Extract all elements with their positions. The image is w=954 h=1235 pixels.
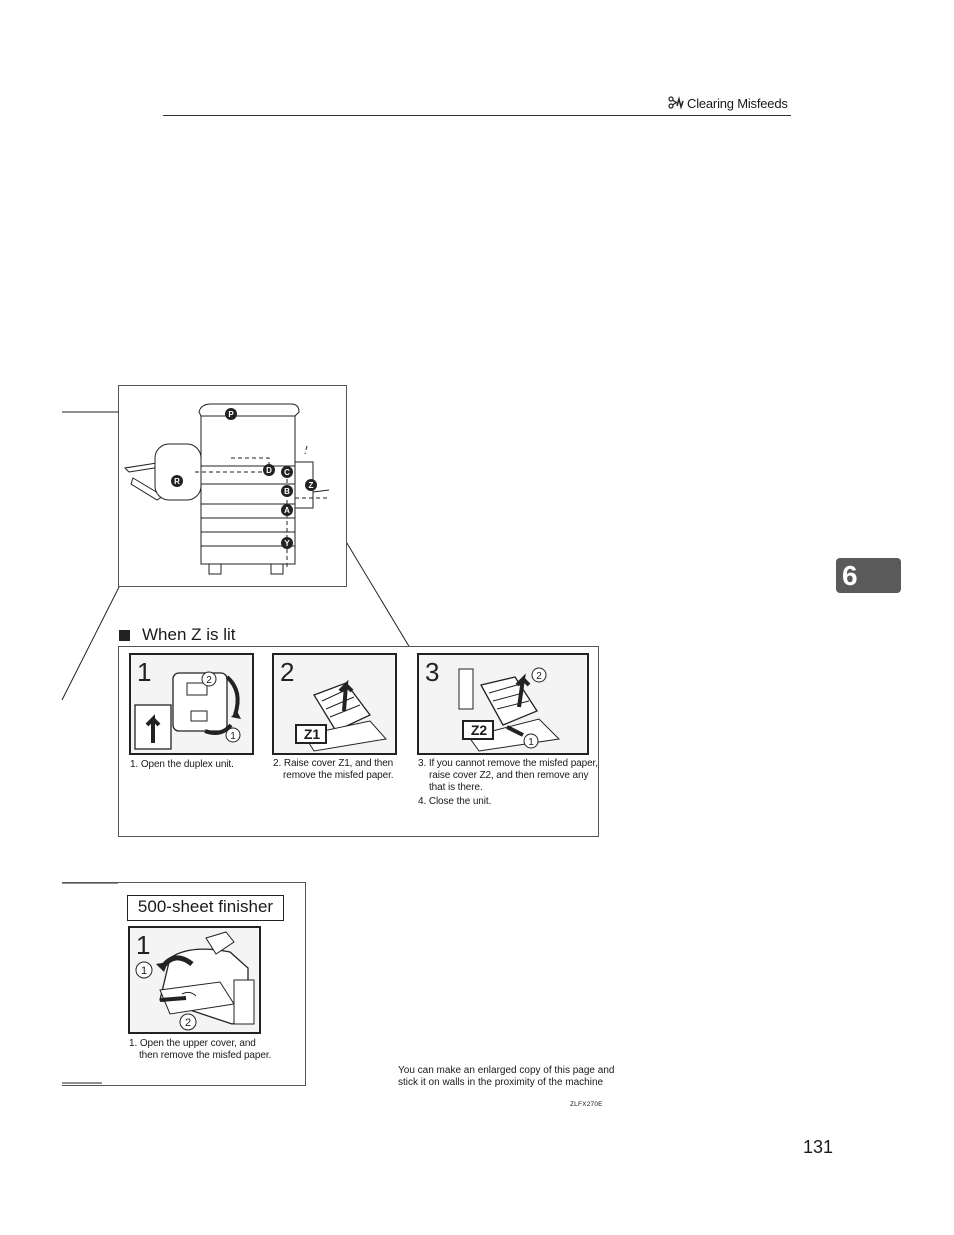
finisher-caption-line2: then remove the misfed paper. <box>139 1050 272 1061</box>
step-panel-3: 3 2 1 Z2 <box>417 653 589 755</box>
svg-text:2: 2 <box>536 671 542 682</box>
svg-text:Y: Y <box>284 539 290 548</box>
svg-text:2: 2 <box>185 1017 191 1029</box>
panel-number: 1 <box>137 657 151 687</box>
svg-text:P: P <box>228 410 234 419</box>
step3-caption-line1: 3. If you cannot remove the misfed paper… <box>418 758 598 769</box>
copier-illustration: P D C B A Y R Z <box>123 403 330 575</box>
svg-text:A: A <box>284 506 290 515</box>
step2-caption-line1: 2. Raise cover Z1, and then <box>273 758 394 769</box>
svg-text:2: 2 <box>206 675 212 686</box>
chapter-tab: 6 <box>836 558 901 593</box>
step3-caption-line3: that is there. <box>429 782 483 793</box>
cover-label-z2: Z2 <box>470 722 488 738</box>
finisher-title: 500-sheet finisher <box>127 895 284 921</box>
step3-caption-line2: raise cover Z2, and then remove any <box>429 770 589 781</box>
marker-P: P <box>225 408 237 420</box>
svg-text:D: D <box>266 466 272 475</box>
svg-text:C: C <box>284 468 290 477</box>
marker-B: B <box>281 485 293 497</box>
svg-text:1: 1 <box>230 731 236 742</box>
svg-text:R: R <box>174 477 180 486</box>
finisher-panel: 1 1 2 <box>128 926 261 1034</box>
section-bullet <box>119 630 130 641</box>
page-number: 131 <box>803 1137 834 1157</box>
cover-label-z1: Z1 <box>303 726 321 742</box>
section-title: When Z is lit <box>142 625 236 644</box>
note-line2: stick it on walls in the proximity of th… <box>398 1077 604 1088</box>
marker-R: R <box>171 475 183 487</box>
svg-text:Z: Z <box>309 481 314 490</box>
step2-caption-line2: remove the misfed paper. <box>283 770 394 781</box>
svg-text:1: 1 <box>528 737 534 748</box>
header-title: Clearing Misfeeds <box>687 96 788 111</box>
svg-text:3: 3 <box>425 657 439 687</box>
step4-caption: 4. Close the unit. <box>418 796 492 807</box>
marker-D: D <box>263 464 275 476</box>
finisher-box: 500-sheet finisher 1 1 2 1. Open the upp… <box>62 882 306 1086</box>
svg-text:1: 1 <box>141 965 147 977</box>
note-line1: You can make an enlarged copy of this pa… <box>398 1065 615 1076</box>
svg-text:B: B <box>284 487 290 496</box>
svg-text:1: 1 <box>136 930 150 960</box>
step-panel-2: 2 Z1 <box>272 653 397 755</box>
machine-diagram: P D C B A Y R Z <box>118 385 347 587</box>
marker-C: C <box>281 466 293 478</box>
step1-caption: 1. Open the duplex unit. <box>130 759 234 770</box>
step-panel-1: 1 2 1 <box>129 653 254 755</box>
svg-text:2: 2 <box>280 657 294 687</box>
header: Clearing Misfeeds <box>163 94 791 116</box>
marker-Z: Z <box>305 479 317 491</box>
marker-A: A <box>281 504 293 516</box>
scissors-wave-icon <box>668 96 684 110</box>
z-instructions-box: 1 2 1 2 Z1 3 <box>118 646 599 837</box>
figure-code: ZLFX270E <box>570 1101 603 1108</box>
marker-Y: Y <box>281 537 293 549</box>
finisher-caption-line1: 1. Open the upper cover, and <box>129 1038 256 1049</box>
header-rule <box>163 115 791 116</box>
